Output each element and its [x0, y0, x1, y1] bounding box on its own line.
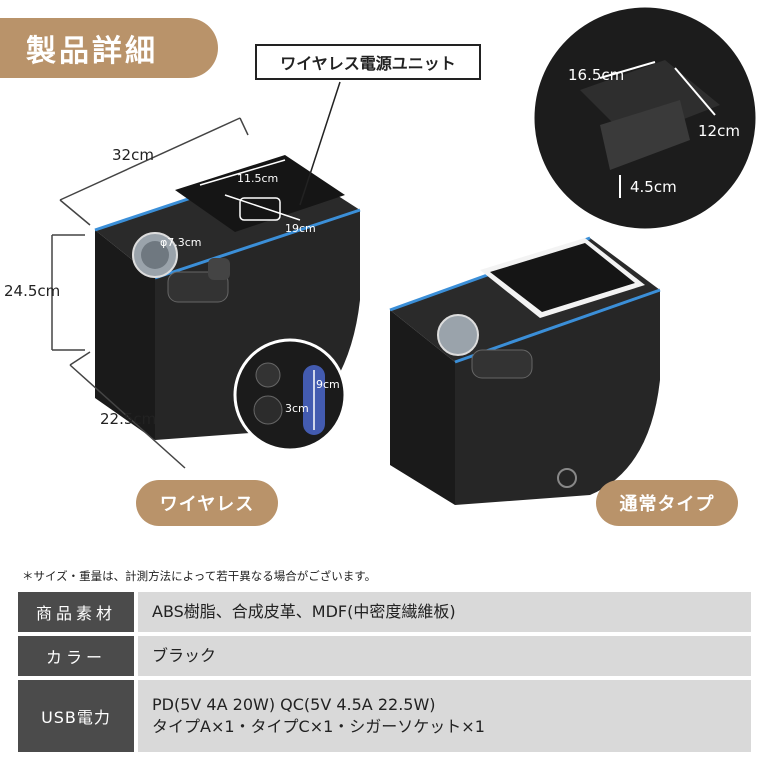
spec-value-line: PD(5V 4A 20W) QC(5V 4.5A 22.5W) [152, 695, 436, 714]
page-title: 製品詳細 [0, 18, 218, 78]
port-closeup-image [233, 338, 347, 452]
product-illustration [51, 4, 759, 505]
slot-height-label: 9cm [316, 378, 340, 391]
depth-label: 22.5cm [100, 410, 157, 428]
storage-width-label: 16.5cm [568, 66, 625, 84]
storage-height-label: 4.5cm [630, 178, 677, 196]
measurement-note: ＊サイズ・重量は、計測方法によって若干異なる場合がございます。 [22, 569, 377, 583]
spec-value: ブラック [138, 636, 751, 676]
spec-value-line: タイプA×1・タイプC×1・シガーソケット×1 [152, 717, 485, 736]
storage-depth-label: 12cm [698, 122, 740, 140]
slot-width-label: 3cm [285, 402, 309, 415]
callout-label: ワイヤレス電源ユニット [255, 44, 481, 80]
lid-width-label: 11.5cm [237, 172, 279, 185]
width-label: 32cm [112, 146, 154, 164]
dimension-lines [51, 117, 249, 469]
standard-console-image [389, 236, 661, 505]
wireless-type-label: ワイヤレス [136, 480, 278, 526]
lid-depth-label: 19cm [285, 222, 316, 235]
height-label: 24.5cm [4, 282, 61, 300]
spec-key: カラー [18, 636, 134, 676]
spec-value: ABS樹脂、合成皮革、MDF(中密度繊維板) [138, 592, 751, 632]
spec-row-material: 商品素材 ABS樹脂、合成皮革、MDF(中密度繊維板) [18, 592, 751, 632]
storage-closeup-image [531, 4, 759, 232]
spec-value-line: ABS樹脂、合成皮革、MDF(中密度繊維板) [152, 602, 456, 621]
spec-key: USB電力 [18, 680, 134, 752]
spec-row-color: カラー ブラック [18, 636, 751, 676]
spec-key: 商品素材 [18, 592, 134, 632]
standard-type-label: 通常タイプ [596, 480, 738, 526]
spec-value-line: ブラック [152, 646, 217, 665]
spec-value: PD(5V 4A 20W) QC(5V 4.5A 22.5W) タイプA×1・タ… [138, 680, 751, 752]
spec-row-usb-power: USB電力 PD(5V 4A 20W) QC(5V 4.5A 22.5W) タイ… [18, 680, 751, 752]
spec-table: 商品素材 ABS樹脂、合成皮革、MDF(中密度繊維板) カラー ブラック USB… [18, 592, 751, 756]
cup-diameter-label: φ7.3cm [160, 236, 202, 249]
